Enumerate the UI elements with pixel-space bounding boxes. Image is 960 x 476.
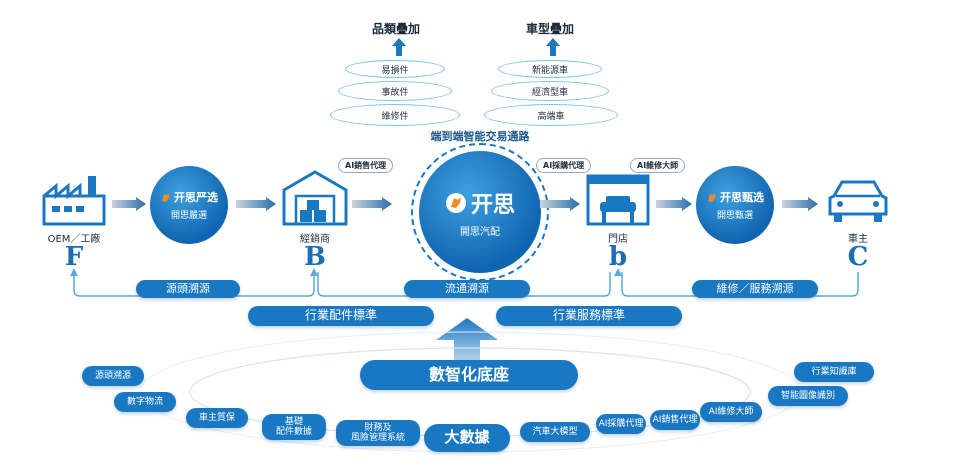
flow-arrow-icon bbox=[236, 197, 276, 211]
center-arc-label: 端到端智能交易通路 bbox=[430, 130, 530, 143]
yanxuan-sub: 開思嚴選 bbox=[170, 211, 207, 221]
source-trace-pill[interactable]: 源頭溯源 bbox=[136, 280, 240, 298]
kaisi-yanxuan-node[interactable]: 开思严选 開思嚴選 bbox=[150, 166, 228, 244]
base-item-basic-parts-data[interactable]: 基礎 配件數據 bbox=[262, 414, 326, 440]
horse-logo-icon bbox=[445, 192, 466, 213]
owner-label: 車主 bbox=[848, 234, 868, 245]
vehicle-overlay-title: 車型疊加 bbox=[526, 22, 575, 36]
zhenxuan-brand: 开思甄选 bbox=[720, 191, 764, 204]
ai-purchase-tag: AI採購代理 bbox=[536, 158, 592, 173]
up-arrow-icon bbox=[546, 38, 560, 56]
category-item: 維修件 bbox=[330, 104, 460, 126]
base-item-ai-master[interactable]: AI維修大師 bbox=[700, 402, 762, 422]
flow-arrow-icon bbox=[112, 197, 146, 211]
parts-standard-pill[interactable]: 行業配件標準 bbox=[248, 306, 434, 326]
vehicle-item: 經濟型車 bbox=[491, 81, 609, 101]
base-item-auto-model[interactable]: 汽車大模型 bbox=[520, 422, 590, 442]
center-brand: 开思 bbox=[470, 192, 515, 218]
base-item-image-recognition[interactable]: 智能圖像識別 bbox=[768, 386, 848, 406]
horse-logo-icon bbox=[162, 193, 169, 202]
flow-arrow-icon bbox=[352, 197, 392, 211]
ai-sales-tag: AI銷售代理 bbox=[338, 158, 394, 173]
warehouse-icon bbox=[282, 170, 348, 226]
flow-arrow-icon bbox=[656, 197, 692, 211]
dealer-letter: B bbox=[304, 242, 326, 272]
base-item-ai-purchase[interactable]: AI採購代理 bbox=[596, 414, 646, 434]
owner-letter: C bbox=[847, 242, 869, 272]
factory-letter: F bbox=[64, 242, 84, 272]
vehicle-item: 高端車 bbox=[484, 104, 618, 126]
store-label: 門店 bbox=[608, 234, 628, 245]
center-sub: 開思汽配 bbox=[460, 226, 500, 238]
garage-icon bbox=[586, 174, 650, 226]
factory-label: OEM／工廠 bbox=[47, 234, 101, 245]
service-trace-pill[interactable]: 維修／服務溯源 bbox=[692, 280, 818, 298]
yanxuan-brand: 开思严选 bbox=[174, 191, 218, 204]
service-standard-pill[interactable]: 行業服務標準 bbox=[496, 306, 682, 326]
big-up-arrow-icon bbox=[436, 318, 498, 368]
vehicle-item: 新能源車 bbox=[498, 60, 602, 78]
horse-logo-icon bbox=[708, 193, 715, 202]
kaisi-zhenxuan-node[interactable]: 开思甄选 開思甄選 bbox=[696, 166, 774, 244]
ai-master-tag: AI維修大師 bbox=[630, 158, 686, 173]
up-arrow-icon bbox=[392, 38, 406, 56]
base-item-source-trace[interactable]: 源頭溯源 bbox=[82, 366, 144, 386]
dealer-label: 經銷商 bbox=[300, 234, 330, 245]
base-item-finance-risk[interactable]: 財務及 風險管理系統 bbox=[336, 420, 420, 446]
base-item-owner-warranty[interactable]: 車主質保 bbox=[186, 408, 248, 428]
base-item-ai-sales[interactable]: AI銷售代理 bbox=[650, 410, 700, 430]
category-item: 事故件 bbox=[338, 81, 452, 101]
zhenxuan-sub: 開思甄選 bbox=[716, 211, 753, 221]
digital-base-pill[interactable]: 數智化底座 bbox=[360, 360, 578, 390]
store-letter: b bbox=[608, 242, 628, 272]
base-item-knowledge-base[interactable]: 行業知識庫 bbox=[794, 362, 874, 382]
kaisi-center-node[interactable]: 开思 開思汽配 bbox=[419, 151, 541, 273]
base-item-digital-logistics[interactable]: 數字物流 bbox=[114, 392, 176, 412]
category-overlay-title: 品類疊加 bbox=[372, 22, 421, 36]
category-item: 易損件 bbox=[345, 60, 445, 78]
big-data-pill[interactable]: 大數據 bbox=[424, 424, 510, 452]
factory-icon bbox=[42, 176, 106, 226]
flow-trace-pill[interactable]: 流通溯源 bbox=[404, 280, 530, 298]
car-icon bbox=[828, 180, 888, 222]
flow-arrow-icon bbox=[540, 197, 580, 211]
flow-arrow-icon bbox=[782, 197, 818, 211]
